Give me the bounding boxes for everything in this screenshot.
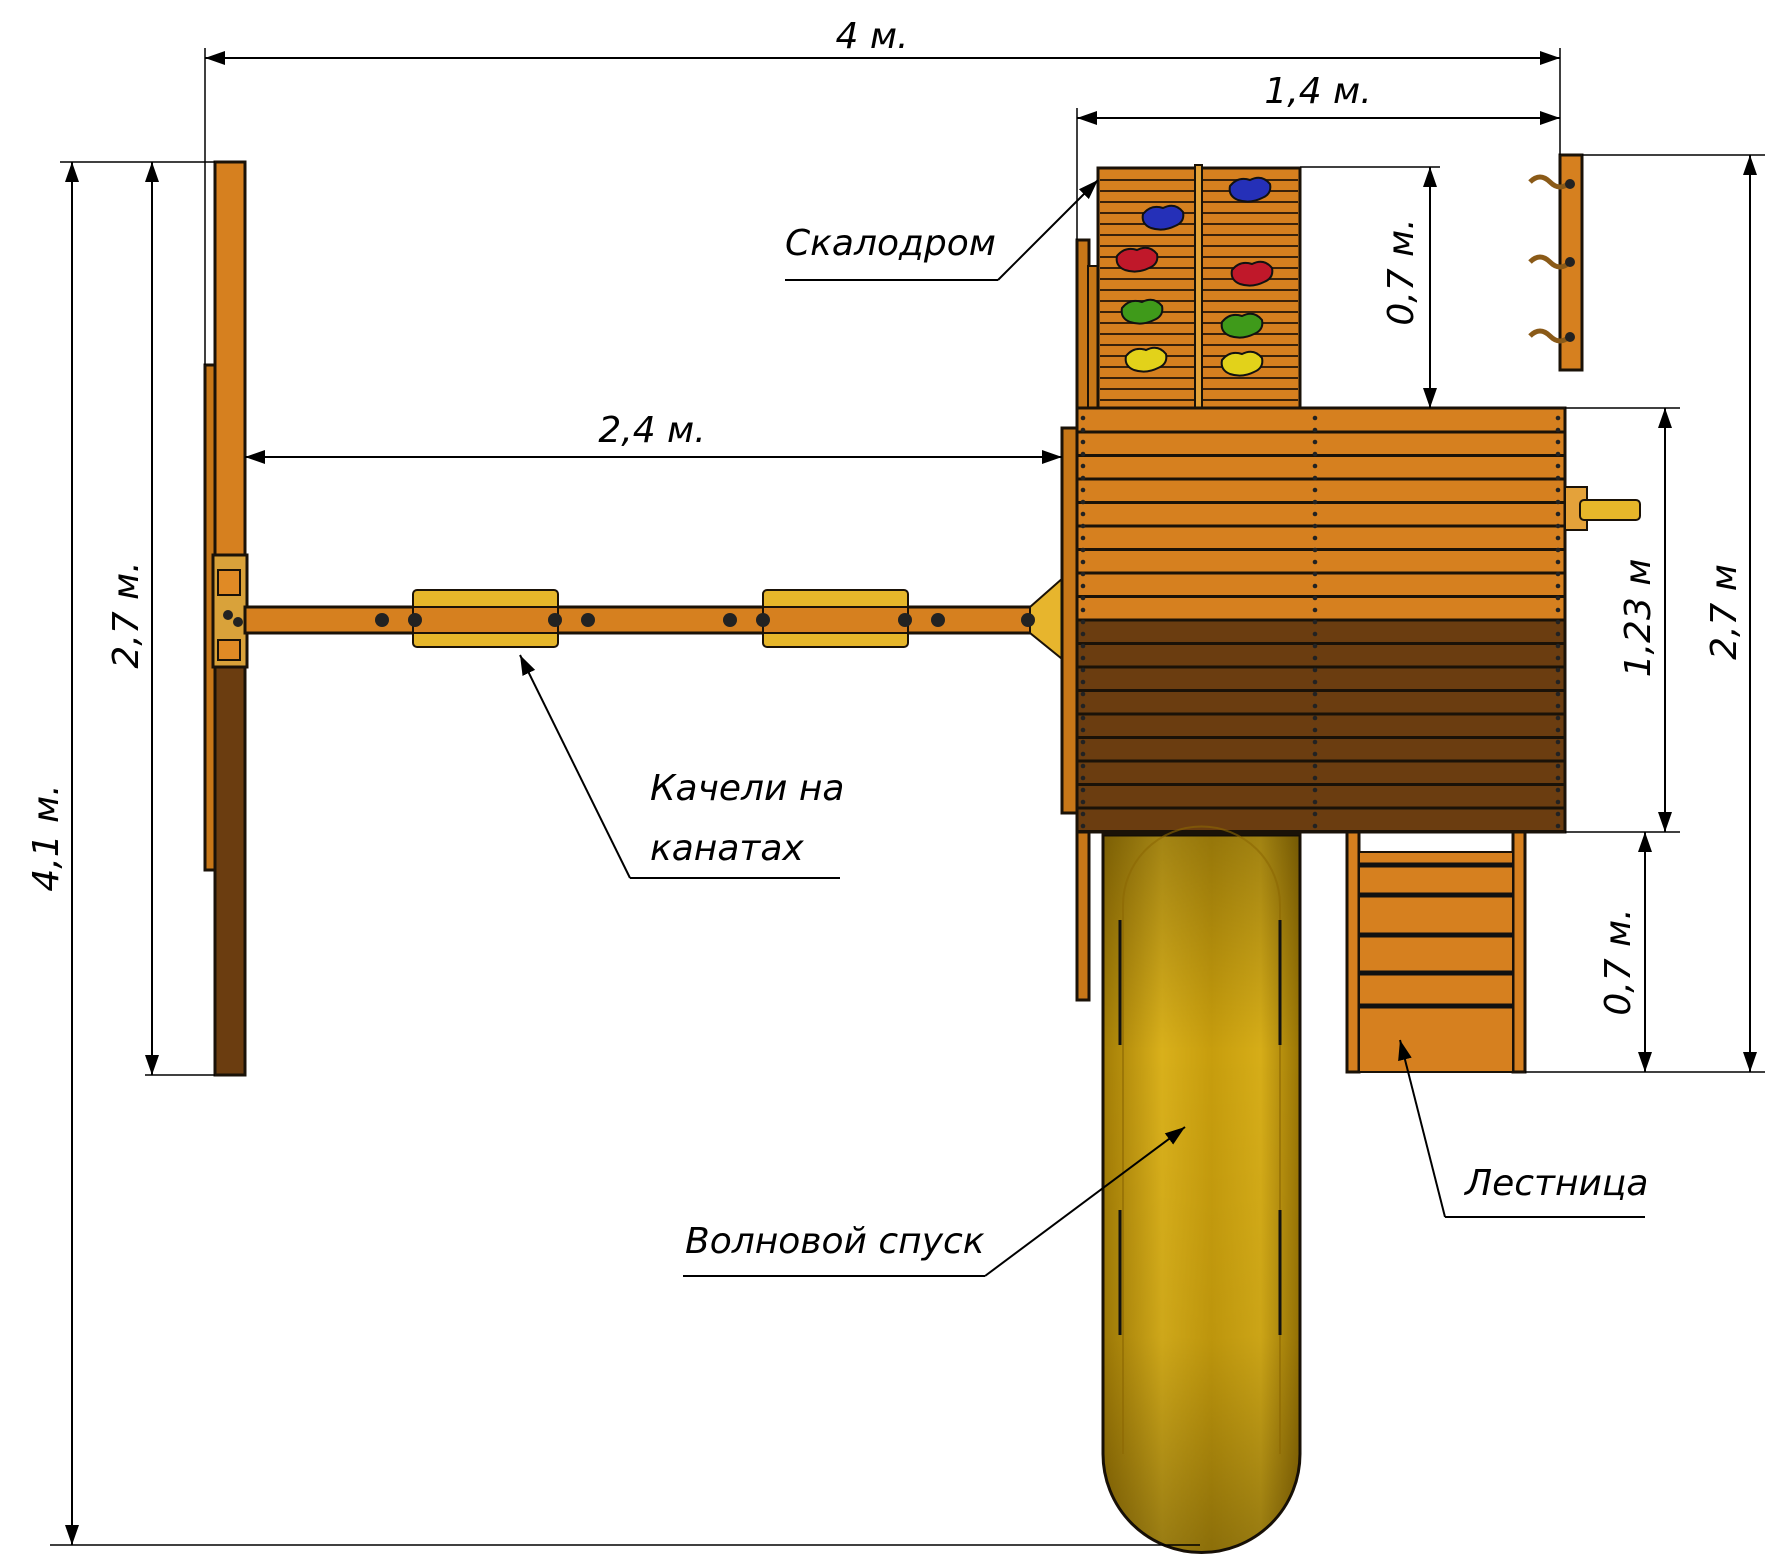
climbing-grip: [1228, 176, 1272, 203]
label-climbing-wall: Скалодром: [785, 223, 996, 264]
swing-frame: [203, 160, 249, 1077]
platform: [1060, 406, 1641, 834]
dim-swing-beam-length: 2,4 м.: [598, 410, 705, 451]
climbing-grip: [1141, 204, 1185, 231]
dim-swing-frame-height: 2,7 м.: [106, 561, 147, 668]
swing-beam: [243, 567, 1073, 670]
dimension-lines: [50, 48, 1765, 1546]
label-ladder: Лестница: [1463, 1163, 1648, 1204]
dim-climb-wall-height: 0,7 м.: [1381, 218, 1422, 325]
dim-total-depth: 4,1 м.: [26, 784, 67, 891]
climbing-grip: [1115, 246, 1159, 273]
callout-leaders: [519, 179, 1645, 1277]
dim-tower-width: 1,4 м.: [1264, 71, 1371, 112]
dim-ladder-length: 0,7 м.: [1598, 908, 1639, 1015]
dim-total-width: 4 м.: [836, 16, 909, 57]
swing-seat: [412, 589, 559, 648]
climbing-grip: [1120, 298, 1164, 325]
rope-handle-post: [1528, 153, 1584, 372]
dim-tower-depth: 2,7 м: [1704, 564, 1745, 660]
swing-seat: [762, 589, 909, 648]
ladder: [1345, 830, 1527, 1074]
climbing-grip: [1220, 350, 1264, 377]
climbing-grip: [1230, 260, 1274, 287]
climbing-grip: [1124, 346, 1168, 373]
label-rope-swings-line2: канатах: [650, 828, 804, 869]
dim-platform-depth: 1,23 м: [1618, 559, 1659, 678]
wave-slide: [1101, 825, 1302, 1554]
climbing-grip: [1220, 312, 1264, 339]
label-wave-slide: Волновой спуск: [685, 1221, 985, 1262]
label-rope-swings-line1: Качели на: [650, 768, 844, 809]
